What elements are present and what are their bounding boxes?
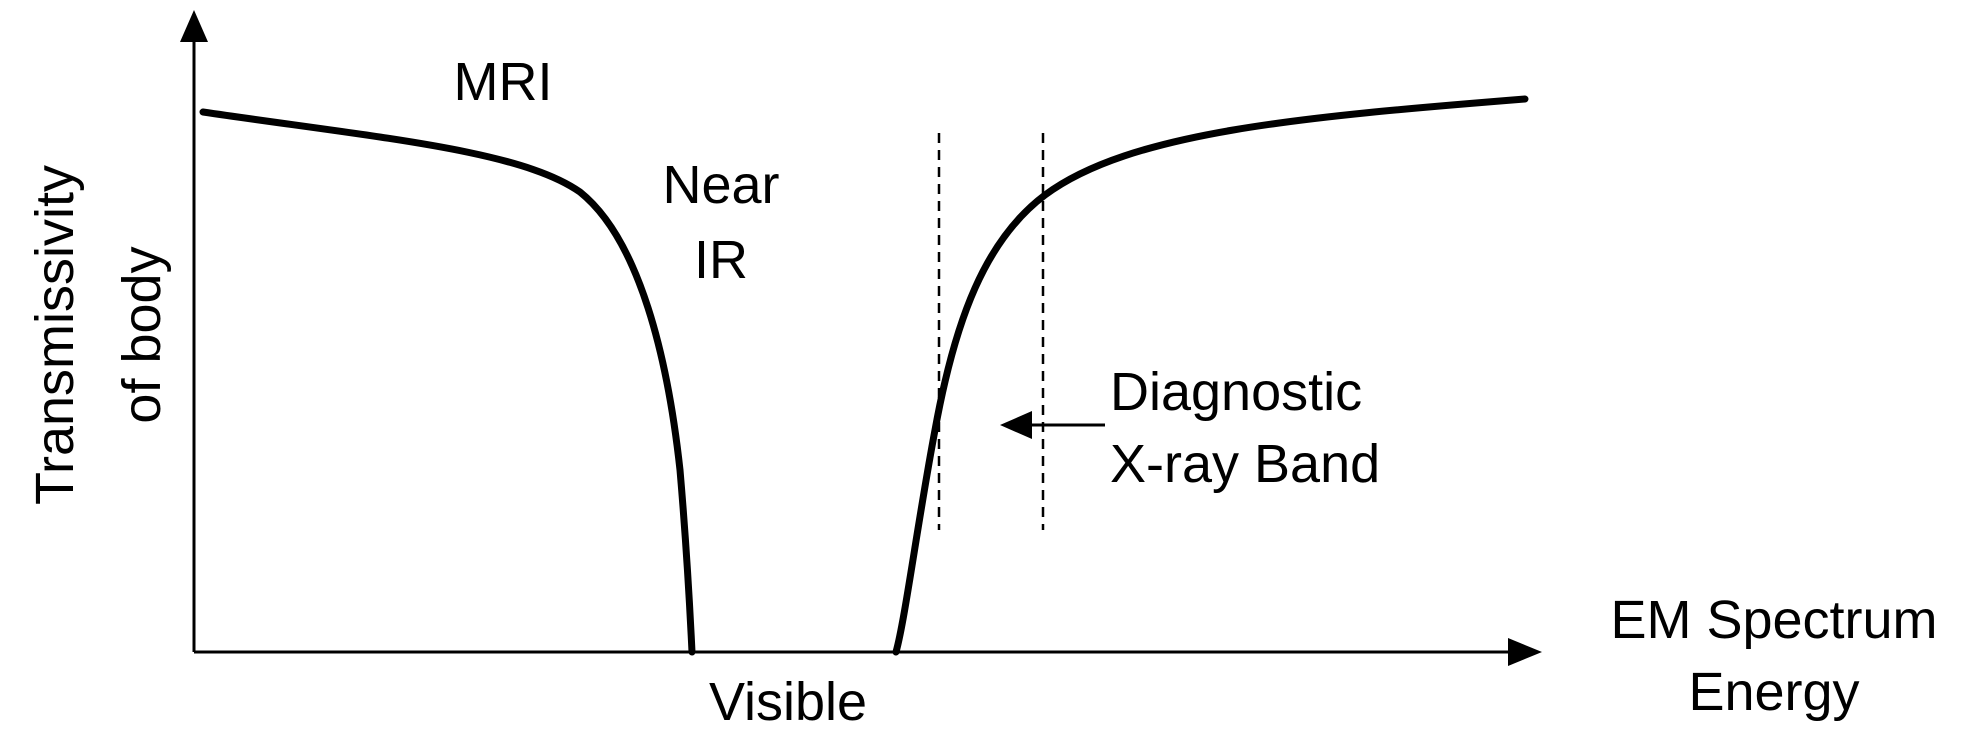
x-axis-label-line2: Energy [1688,662,1859,722]
visible-label: Visible [709,672,867,732]
mri-label: MRI [454,52,553,112]
x-axis-arrowhead [1508,638,1542,666]
x-axis-label-line1: EM Spectrum [1610,590,1937,650]
xray-band-label-line1: Diagnostic [1110,362,1362,422]
near-ir-label-line2: IR [694,230,748,290]
transmissivity-curve-low-energy [199,108,696,656]
y-axis-label-line1: Transmissivity [25,165,85,505]
transmissivity-curve-high-energy [892,95,1529,656]
near-ir-label-line1: Near [662,155,779,215]
y-axis-arrowhead [180,10,208,42]
y-axis-label-line2: of body [112,246,172,423]
xray-band-pointer-arrowhead [1000,411,1032,439]
xray-band-label-line2: X-ray Band [1110,434,1380,494]
